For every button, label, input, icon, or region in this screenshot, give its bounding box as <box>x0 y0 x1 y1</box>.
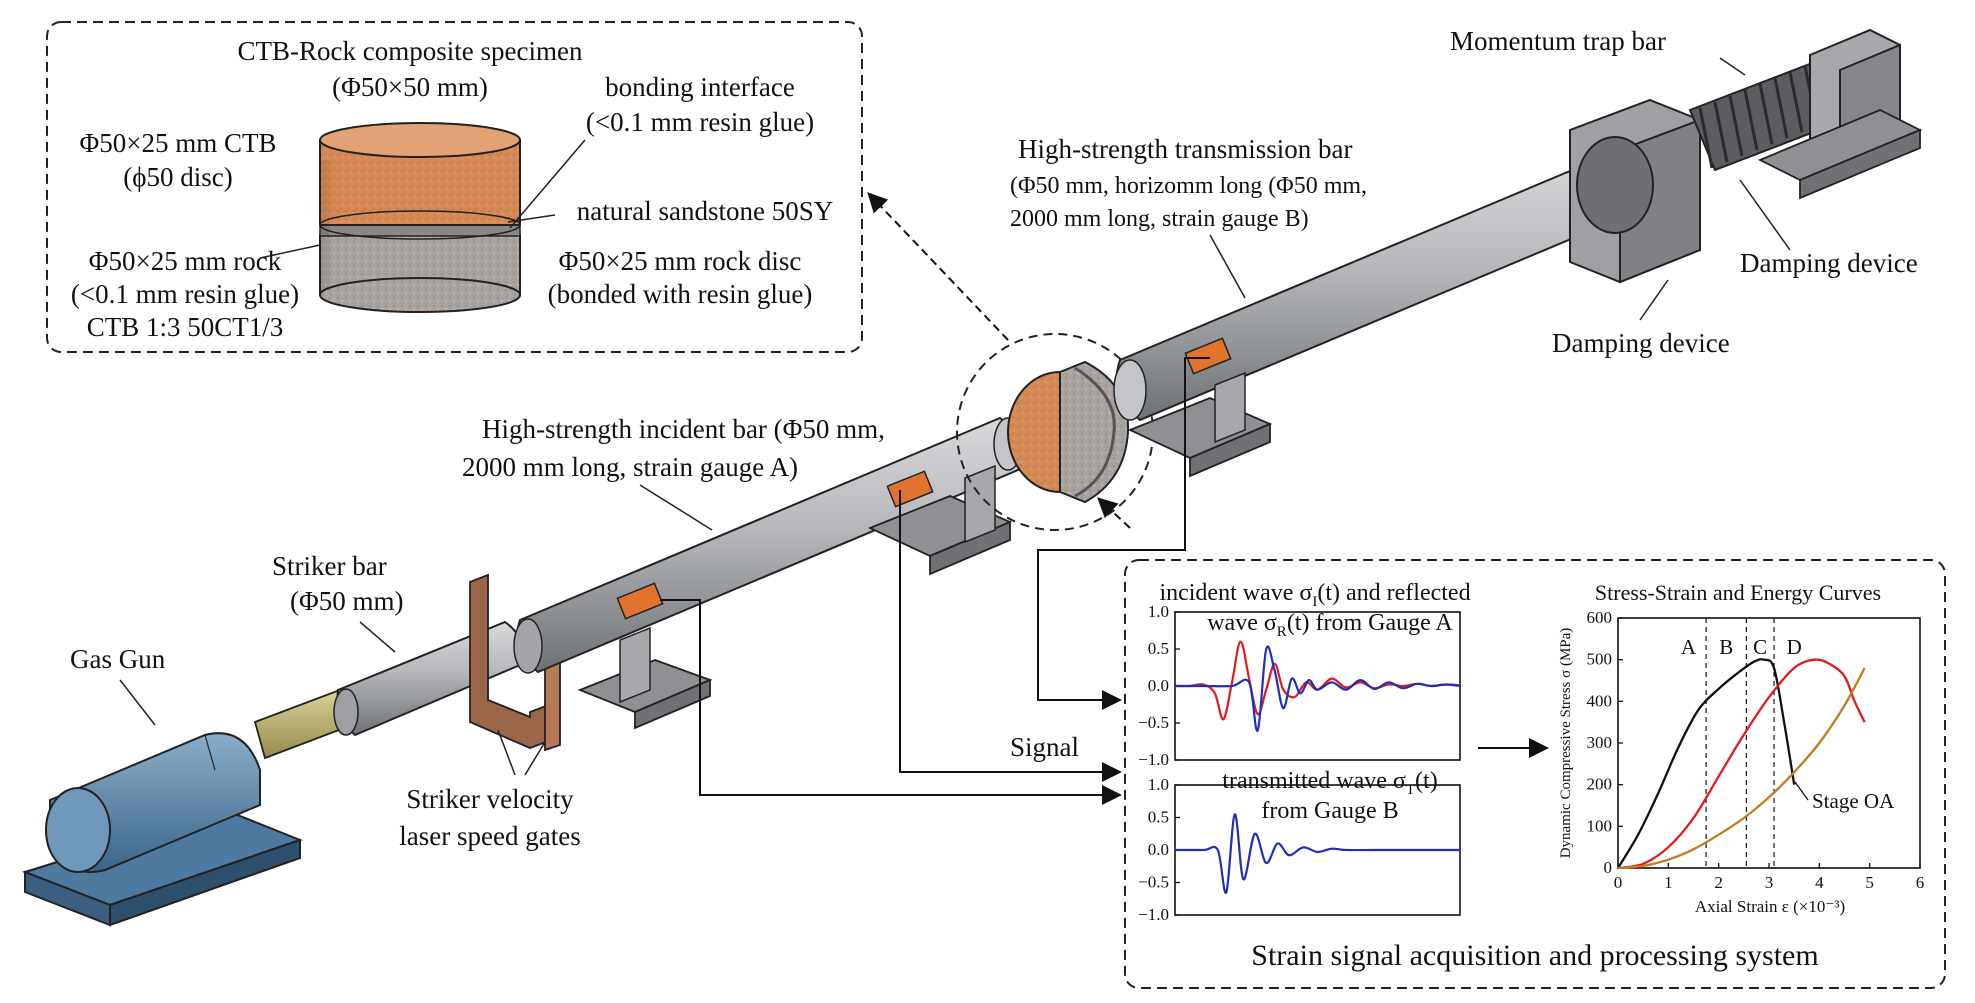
bonding-interface-note: (<0.1 mm resin glue) <box>586 107 814 137</box>
x-tick-label: 1 <box>1664 873 1673 892</box>
x-tick-label: 4 <box>1815 873 1824 892</box>
ctb-part-label: Φ50×25 mm CTB <box>80 128 277 158</box>
chart3-title: Stress-Strain and Energy Curves <box>1595 580 1881 605</box>
signal-wires <box>660 192 1549 805</box>
support-stand <box>1127 371 1273 478</box>
y-tick-label: 600 <box>1587 608 1613 627</box>
series-line-blue <box>1174 813 1460 894</box>
transmission-bar-label-2: (Φ50 mm, horizomm long (Φ50 mm, <box>1010 173 1367 199</box>
x-tick-label: 6 <box>1916 873 1925 892</box>
leader-line <box>259 244 321 259</box>
strain-gauge-a1 <box>616 582 664 620</box>
rock-part-note: (<0.1 mm resin glue) <box>71 279 299 309</box>
series-line-red <box>1174 640 1461 721</box>
gas-gun-label: Gas Gun <box>70 644 166 674</box>
chart3-ylabel: Dynamic Compressive Stress σ (MPa) <box>1558 628 1574 859</box>
x-tick-label: 3 <box>1765 873 1774 892</box>
x-tick-label: 5 <box>1865 873 1874 892</box>
gas-gun <box>21 732 303 927</box>
composite-specimen-drawing <box>319 122 521 313</box>
sandstone-label: natural sandstone 50SY <box>577 196 833 226</box>
chart-transmitted: transmitted wave σT(t) from Gauge B 1.0 0… <box>1138 768 1461 924</box>
strain-gauge-a2 <box>886 470 934 508</box>
rock-disc-label: Φ50×25 mm rock disc <box>559 246 802 276</box>
damping-device-right <box>1757 28 1923 200</box>
incident-bar-label-2: 2000 mm long, strain gauge A) <box>462 452 798 482</box>
y-tick-label: 500 <box>1587 650 1613 669</box>
series-line-orange <box>1617 667 1866 870</box>
leader-line <box>509 139 586 229</box>
y-tick-label: 0 <box>1604 858 1613 877</box>
x-tick-label: 2 <box>1714 873 1723 892</box>
damping-device-left <box>1569 98 1701 284</box>
chart2-title-line1: transmitted wave σT(t) <box>1222 768 1437 798</box>
stage-label: A <box>1681 635 1697 659</box>
chart1-title-line1: incident wave σI(t) and reflected <box>1159 580 1470 610</box>
incident-bar-label-1: High-strength incident bar (Φ50 mm, <box>482 414 885 444</box>
series-line-black <box>1617 658 1796 869</box>
y-tick-label: −1.0 <box>1138 750 1169 769</box>
y-tick-label: 200 <box>1587 775 1613 794</box>
specimen-panel: CTB-Rock composite specimen (Φ50×50 mm) … <box>46 21 863 353</box>
y-tick-label: 0.5 <box>1148 808 1169 827</box>
stage-label: B <box>1719 635 1733 659</box>
y-tick-label: 0.0 <box>1148 676 1169 695</box>
acquisition-panel: Strain signal acquisition and processing… <box>1124 559 1946 989</box>
y-tick-label: 1.0 <box>1148 775 1169 794</box>
x-tick-label: 0 <box>1614 873 1623 892</box>
rock-disc-note: (bonded with resin glue) <box>548 279 813 309</box>
stage-label: D <box>1787 635 1802 659</box>
speed-gates-label-2: laser speed gates <box>399 821 580 851</box>
acquisition-title: Strain signal acquisition and processing… <box>1251 939 1818 972</box>
y-tick-label: 300 <box>1587 733 1613 752</box>
strain-gauge-b <box>1184 337 1232 375</box>
apparatus-labels: Momentum trap bar High-strength transmis… <box>70 26 1918 851</box>
specimen-title: CTB-Rock composite specimen <box>238 36 583 66</box>
striker-bar-label-1: Striker bar <box>272 551 387 581</box>
support-stand <box>867 464 1013 576</box>
damping-device-label-right: Damping device <box>1740 248 1918 278</box>
y-tick-label: 0.0 <box>1148 840 1169 859</box>
stage-label: C <box>1753 635 1767 659</box>
y-tick-label: 100 <box>1587 816 1613 835</box>
chart2-title-line2: from Gauge B <box>1261 798 1398 824</box>
specimen-size: (Φ50×50 mm) <box>332 72 488 102</box>
chart3-annotation: Stage OA <box>1812 789 1895 813</box>
y-tick-label: 1.0 <box>1148 602 1169 621</box>
specimen-in-bars <box>1007 360 1130 504</box>
series-line-blue <box>1175 645 1461 732</box>
chart-stress-strain: Stress-Strain and Energy Curves Axial St… <box>1558 580 1924 916</box>
chart1-title-line2: wave σR(t) from Gauge A <box>1207 610 1453 640</box>
ctb-part-note: (ϕ50 disc) <box>123 162 232 192</box>
bonding-interface-label: bonding interface <box>605 72 795 102</box>
y-tick-label: −0.5 <box>1138 713 1169 732</box>
series-line-red <box>1617 658 1866 870</box>
chart3-xlabel: Axial Strain ε (×10⁻³) <box>1695 897 1845 916</box>
ctb-ratio-label: CTB 1:3 50CT1/3 <box>87 312 284 342</box>
y-tick-label: 0.5 <box>1148 639 1169 658</box>
speed-gates-label-1: Striker velocity <box>406 784 574 814</box>
signal-label: Signal <box>1010 732 1079 762</box>
support-stand <box>577 626 713 730</box>
transmission-bar-label-1: High-strength transmission bar <box>1018 134 1352 164</box>
chart-incident-reflected: incident wave σI(t) and reflected wave σ… <box>1138 580 1470 769</box>
shpb-apparatus <box>21 28 1923 927</box>
striker-bar-label-2: (Φ50 mm) <box>290 586 403 616</box>
y-tick-label: 400 <box>1587 691 1613 710</box>
momentum-trap-label: Momentum trap bar <box>1450 26 1666 56</box>
y-tick-label: −0.5 <box>1138 873 1169 892</box>
leader-line <box>507 214 556 223</box>
rock-part-label: Φ50×25 mm rock <box>89 246 282 276</box>
y-tick-label: −1.0 <box>1138 905 1169 924</box>
chart3-frame <box>1617 617 1921 869</box>
transmission-bar-label-3: 2000 mm long, strain gauge B) <box>1010 206 1309 232</box>
acquisition-panel-border <box>1124 559 1946 989</box>
specimen-panel-border <box>46 21 863 353</box>
damping-device-label-left: Damping device <box>1552 328 1730 358</box>
